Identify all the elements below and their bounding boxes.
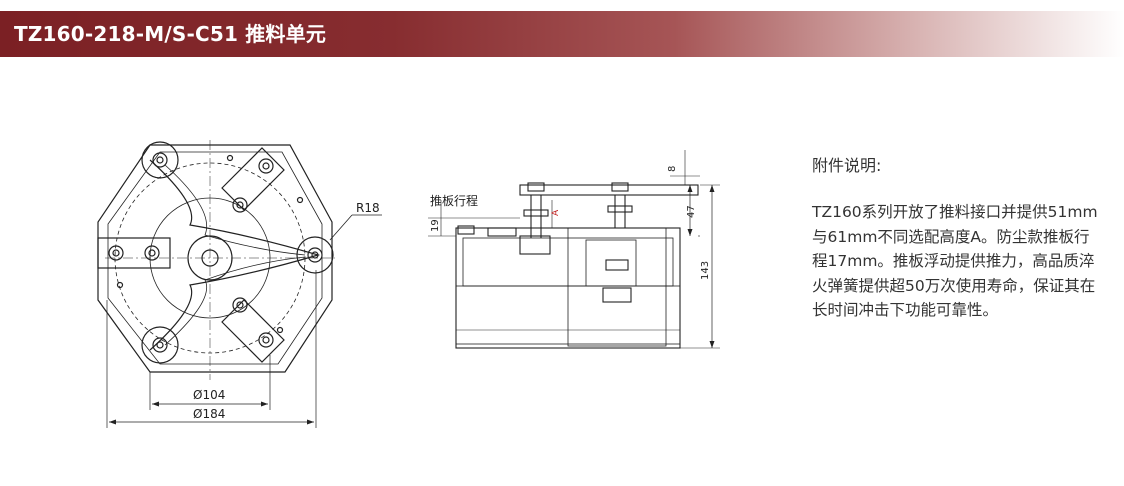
dim-d184: Ø184: [193, 407, 225, 421]
dim-143: 143: [700, 261, 711, 280]
dim-r18: R18: [356, 201, 380, 215]
dim-d104: Ø104: [193, 388, 225, 402]
dim-8: 8: [667, 166, 678, 172]
top-view-arrows: [109, 401, 314, 425]
dim-19: 19: [430, 219, 441, 232]
dim-47: 47: [686, 205, 697, 218]
side-view-arrows: [687, 185, 715, 348]
label-push-stroke: 推板行程: [430, 193, 478, 208]
header-bar: TZ160-218-M/S-C51 推料单元: [0, 11, 1124, 57]
mark-a: A: [551, 209, 561, 216]
notes-body: TZ160系列开放了推料接口并提供51mm与61mm不同选配高度A。防尘款推板行…: [812, 203, 1098, 319]
top-view: [97, 140, 382, 428]
side-view: [428, 150, 720, 349]
notes-title: 附件说明:: [812, 156, 882, 175]
notes-panel: 附件说明: TZ160系列开放了推料接口并提供51mm与61mm不同选配高度A。…: [812, 154, 1112, 323]
page-title: TZ160-218-M/S-C51 推料单元: [14, 22, 327, 46]
